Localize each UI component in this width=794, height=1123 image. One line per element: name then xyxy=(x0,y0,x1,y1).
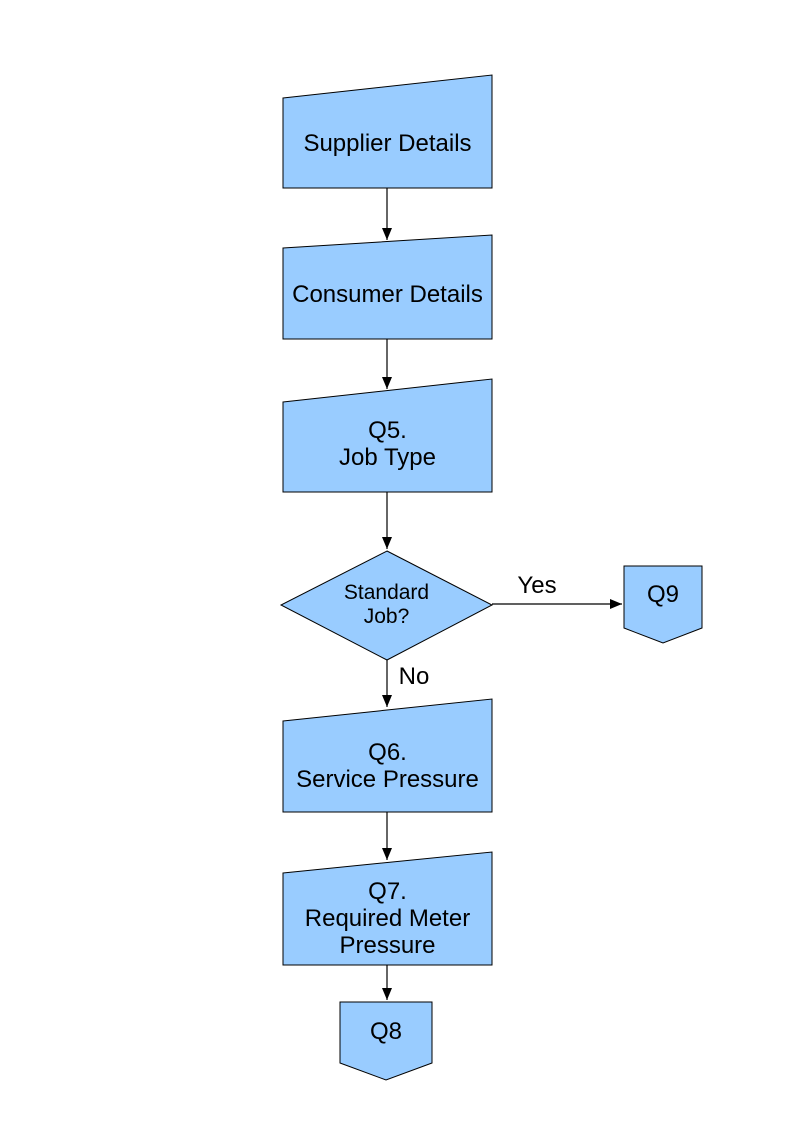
node-q9-connector-label: Q9 xyxy=(646,581,679,608)
node-supplier-details-shape xyxy=(282,74,493,189)
edge-label-yes: Yes xyxy=(517,572,557,599)
node-consumer-details-shape xyxy=(282,234,493,340)
node-q6-service-pressure-label: Q6. Service Pressure xyxy=(296,739,479,793)
node-q9-connector-shape xyxy=(623,565,703,644)
node-q7-required-meter-pressure-shape xyxy=(282,851,493,966)
node-q5-job-type-label: Q5. Job Type xyxy=(339,417,436,471)
node-q8-connector-label: Q8 xyxy=(369,1018,402,1045)
node-consumer-details-label: Consumer Details xyxy=(292,281,483,308)
node-standard-job-decision-shape xyxy=(279,550,494,661)
node-supplier-details-label: Supplier Details xyxy=(303,130,472,157)
node-q5-job-type-shape xyxy=(282,378,493,493)
edge-label-no: No xyxy=(398,663,430,690)
node-q6-service-pressure-shape xyxy=(282,698,493,813)
node-q7-required-meter-pressure-label: Q7. Required Meter Pressure xyxy=(304,878,471,959)
node-q8-connector-shape xyxy=(339,1001,433,1081)
node-standard-job-decision-label: Standard Job? xyxy=(343,581,430,628)
